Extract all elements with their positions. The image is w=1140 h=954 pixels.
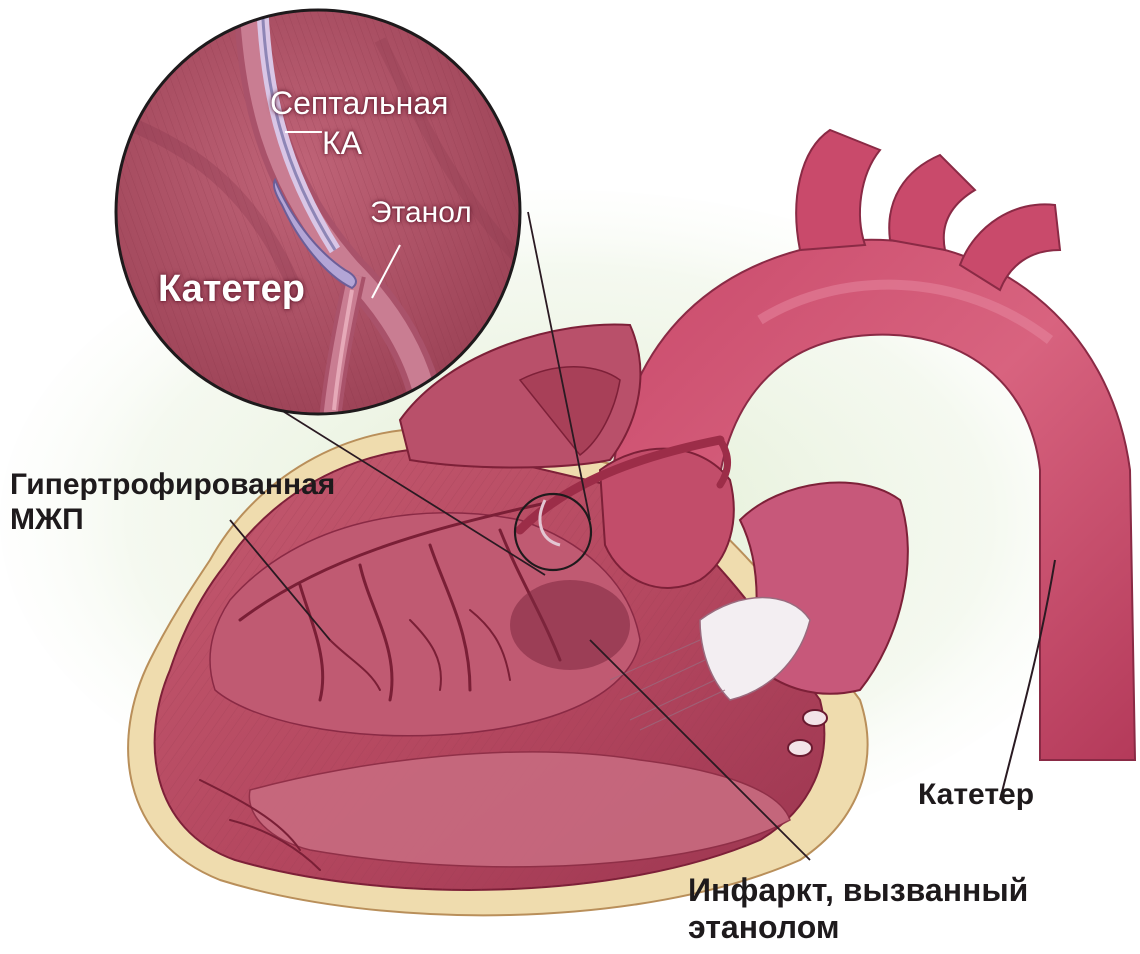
label-infarct: Инфаркт, вызванный этанолом [688,872,1028,946]
infarct-zone [510,580,630,670]
label-septal-artery-abbr: КА [322,125,362,162]
vessel-opening [788,740,812,756]
label-catheter: Катетер [918,778,1034,813]
label-hypertrophied-line1: Гипертрофированная [10,468,335,503]
label-hypertrophied-septum: Гипертрофированная МЖП [10,468,335,537]
label-hypertrophied-line2: МЖП [10,503,335,538]
label-septal-artery: Септальная [270,85,448,122]
vessel-opening [803,710,827,726]
label-infarct-line2: этанолом [688,909,1028,946]
label-catheter-inset: Катетер [158,268,305,312]
label-infarct-line1: Инфаркт, вызванный [688,872,1028,909]
label-ethanol: Этанол [370,196,472,231]
